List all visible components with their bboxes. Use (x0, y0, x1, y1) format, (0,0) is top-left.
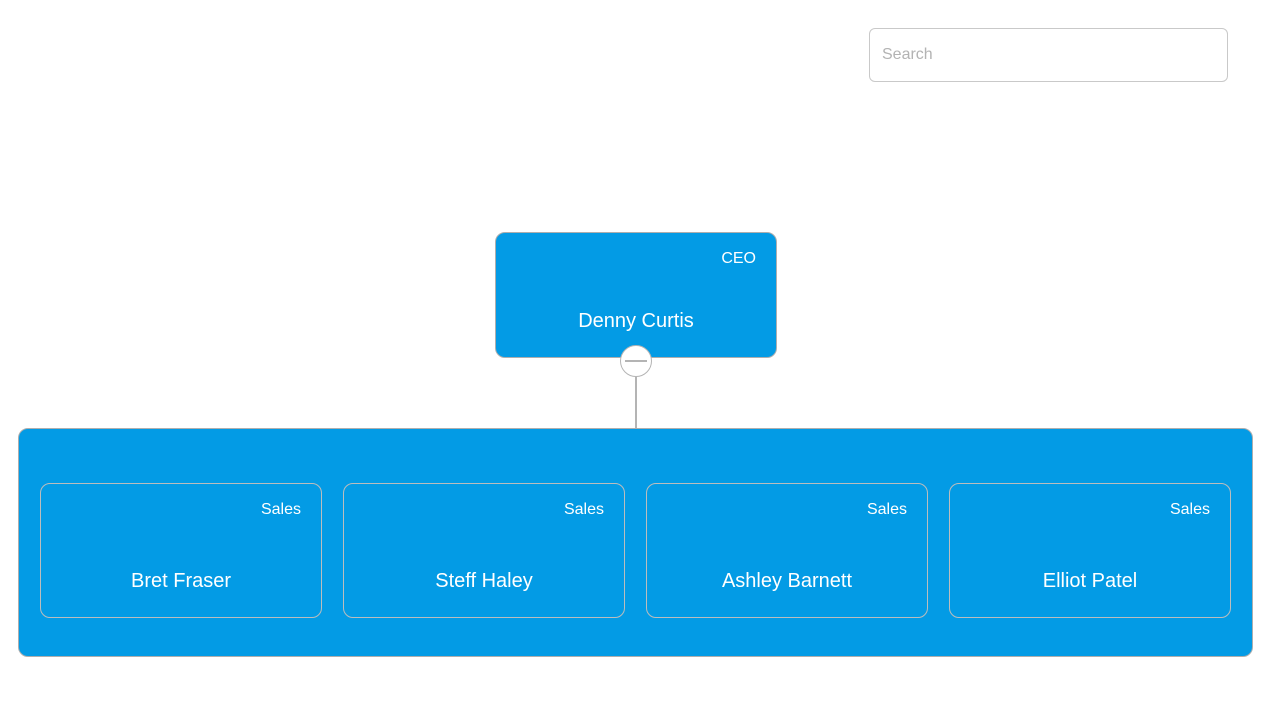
search-input[interactable] (869, 28, 1228, 82)
org-node-sales-2[interactable]: Sales Steff Haley (343, 483, 625, 618)
org-node-sales-1[interactable]: Sales Bret Fraser (40, 483, 322, 618)
node-name: Bret Fraser (130, 570, 232, 592)
org-node-sales-3[interactable]: Sales Ashley Barnett (646, 483, 928, 618)
node-name: Ashley Barnett (721, 570, 853, 592)
node-name: Steff Haley (435, 570, 533, 592)
node-title: Sales (260, 501, 301, 518)
node-title: Sales (563, 501, 604, 518)
collapse-button[interactable] (620, 345, 652, 377)
group-container: Sales Bret Fraser Sales Steff Haley Sale… (18, 428, 1253, 657)
node-title: Sales (1169, 501, 1210, 518)
node-name: Elliot Patel (1042, 570, 1138, 592)
minus-icon (625, 360, 647, 362)
org-node-ceo[interactable]: CEO Denny Curtis (495, 232, 777, 358)
org-node-sales-4[interactable]: Sales Elliot Patel (949, 483, 1231, 618)
node-title: Sales (866, 501, 907, 518)
connector-line (635, 377, 637, 428)
node-title: CEO (721, 250, 756, 267)
node-name: Denny Curtis (578, 310, 694, 332)
